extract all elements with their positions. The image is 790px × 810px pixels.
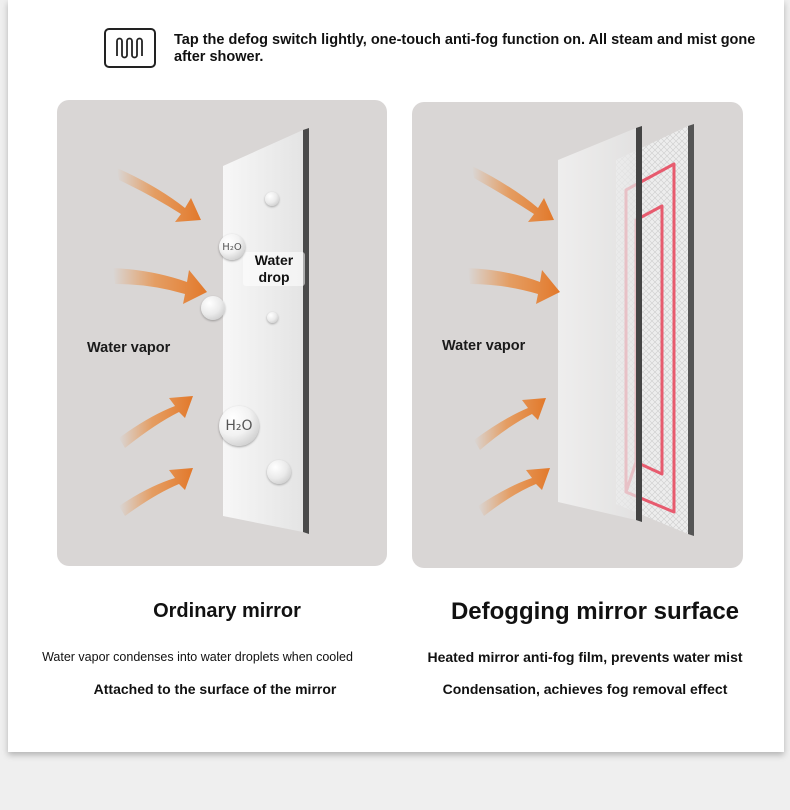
h2o-droplet-large: H₂O — [219, 406, 259, 446]
water-droplet — [265, 192, 279, 206]
water-vapor-label: Water vapor — [442, 338, 526, 354]
water-droplet — [267, 460, 291, 484]
mirror-edge — [636, 126, 642, 522]
water-drop-label: Water drop — [243, 252, 305, 286]
ordinary-mirror-title: Ordinary mirror — [153, 600, 301, 622]
h2o-droplet-small: H₂O — [219, 234, 245, 260]
mirror-glass — [223, 130, 303, 532]
water-drop-label-line-2: drop — [258, 269, 290, 285]
defogging-mirror-caption-1: Heated mirror anti-fog film, prevents wa… — [427, 649, 743, 665]
header-text: Tap the defog switch lightly, one-touch … — [174, 32, 756, 65]
vapor-arrows — [113, 168, 207, 516]
water-drop-label-line-1: Water — [254, 252, 294, 268]
mirror-glass — [558, 128, 636, 520]
ordinary-mirror-caption-2: Attached to the surface of the mirror — [93, 681, 337, 697]
defogging-mirror-illustration: Water vapor — [412, 102, 743, 568]
defogging-mirror-title: Defogging mirror surface — [450, 598, 740, 625]
water-vapor-label: Water vapor — [87, 340, 171, 356]
vapor-arrows — [468, 166, 560, 516]
defogging-mirror-caption-2: Condensation, achieves fog removal effec… — [442, 681, 728, 697]
ordinary-mirror-caption-1: Water vapor condenses into water droplet… — [42, 650, 353, 664]
ordinary-mirror-illustration: Water drop H₂O H₂O Water vapor — [57, 100, 387, 566]
mirror-edge — [303, 128, 309, 534]
water-droplet — [201, 296, 225, 320]
heating-coil-icon — [104, 28, 156, 68]
water-droplet — [267, 312, 278, 323]
